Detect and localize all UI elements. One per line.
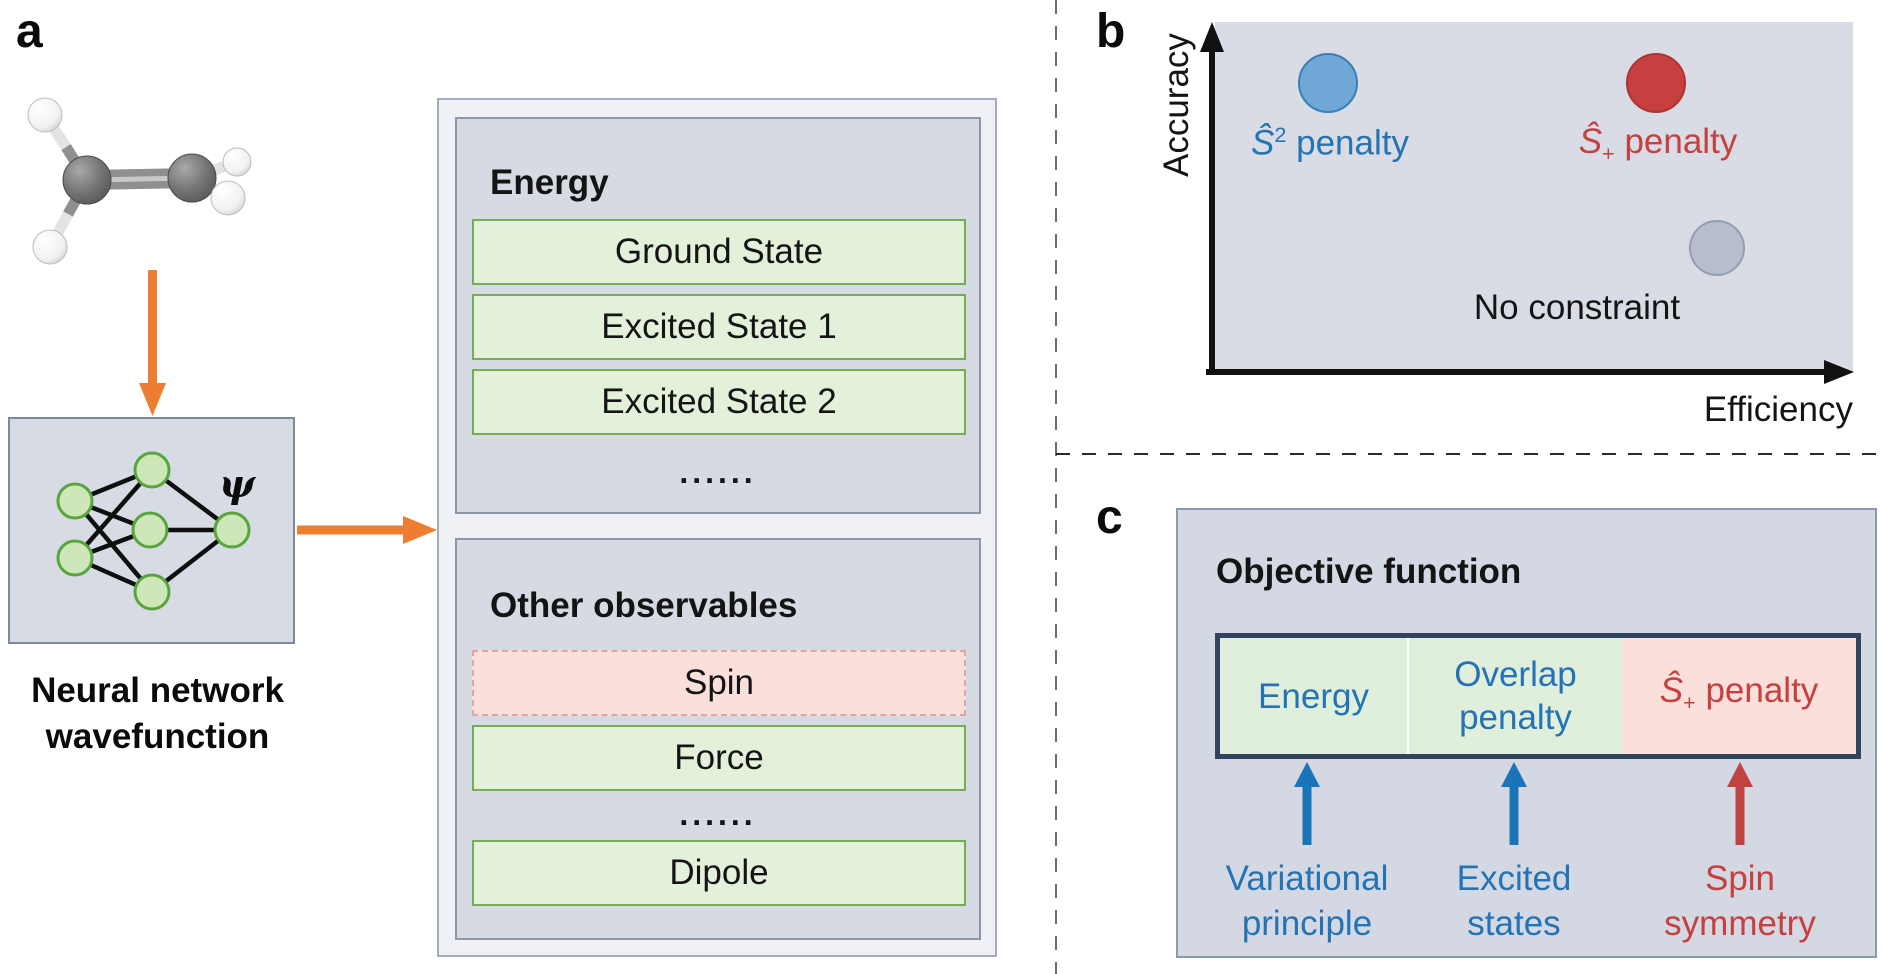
- arrow-up-excited-icon: [1501, 762, 1527, 845]
- x-axis-label: Efficiency: [1703, 390, 1853, 429]
- objective-function-box: Objective function Energy Overlap penalt…: [1176, 508, 1877, 958]
- row-force: Force: [472, 725, 966, 791]
- variational-line2: principle: [1241, 904, 1373, 943]
- splus-rest: penalty: [1614, 122, 1738, 161]
- neural-network-icon: ψ: [56, 451, 256, 611]
- observables-title: Other observables: [490, 586, 798, 625]
- objective-function-title: Objective function: [1216, 552, 1522, 591]
- arrow-down-icon: [139, 270, 166, 416]
- splus-sub: +: [1602, 141, 1615, 166]
- axes-icon: [1200, 22, 1854, 384]
- spin-line2: symmetry: [1664, 904, 1816, 943]
- row-excited-state-2: Excited State 2: [472, 369, 966, 435]
- arrow-right-icon: [297, 516, 437, 544]
- nn-caption: Neural network wavefunction: [0, 668, 315, 760]
- row-excited-state-1: Excited State 1: [472, 294, 966, 360]
- observables-box: Other observables Spin Force ...... Dipo…: [455, 538, 981, 940]
- s2-penalty-dot: [1298, 53, 1358, 113]
- excited-line2: states: [1467, 904, 1561, 943]
- panel-b-letter: b: [1096, 5, 1126, 58]
- no-constraint-dot: [1689, 220, 1745, 276]
- segment-overlap-line1: Overlap: [1454, 655, 1577, 694]
- splus-penalty-dot: [1626, 53, 1686, 113]
- splus-base: Ŝ: [1578, 122, 1603, 161]
- s2-base: Ŝ: [1250, 123, 1275, 163]
- splus-penalty-label: Ŝ+ penalty: [1558, 122, 1758, 167]
- row-dipole: Dipole: [472, 840, 966, 906]
- arrow-up-spin-icon: [1727, 762, 1753, 845]
- energy-title: Energy: [490, 163, 609, 202]
- s2-penalty-label: Ŝ2 penalty: [1230, 122, 1430, 164]
- panel-a-letter: a: [16, 5, 43, 58]
- nn-caption-line1: Neural network: [31, 671, 284, 710]
- variational-principle-label: Variational principle: [1182, 856, 1432, 946]
- segment-splus-penalty: Ŝ+ penalty: [1622, 638, 1856, 754]
- y-axis-label: Accuracy: [1157, 33, 1196, 177]
- nn-caption-line2: wavefunction: [45, 717, 270, 756]
- variational-line1: Variational: [1225, 859, 1389, 898]
- spin-symmetry-label: Spin symmetry: [1615, 856, 1865, 946]
- s2-rest: penalty: [1286, 123, 1409, 163]
- ethylene-molecule-icon: [27, 97, 252, 265]
- segment-splus-base: Ŝ: [1659, 670, 1684, 710]
- horizontal-dashed-divider: [1056, 453, 1886, 455]
- segment-overlap-penalty: Overlap penalty: [1409, 638, 1622, 754]
- segment-overlap-line2: penalty: [1459, 698, 1572, 737]
- excited-line1: Excited: [1456, 859, 1572, 898]
- psi-symbol: ψ: [219, 461, 256, 506]
- vertical-dashed-divider: [1055, 0, 1057, 974]
- arrow-up-variational-icon: [1294, 762, 1320, 845]
- row-spin: Spin: [472, 650, 966, 716]
- spin-line1: Spin: [1704, 859, 1776, 898]
- energy-box: Energy Ground State Excited State 1 Exci…: [455, 117, 981, 514]
- segment-splus-rest: penalty: [1695, 670, 1819, 710]
- neural-network-box: ψ: [8, 417, 295, 644]
- segment-splus-sub: +: [1683, 689, 1696, 715]
- excited-states-label: Excited states: [1399, 856, 1629, 946]
- s2-sup: 2: [1274, 122, 1287, 147]
- row-ground-state: Ground State: [472, 219, 966, 285]
- panel-c-letter: c: [1096, 491, 1123, 544]
- no-constraint-label: No constraint: [1473, 288, 1681, 327]
- objective-bar: Energy Overlap penalty Ŝ+ penalty: [1215, 633, 1861, 759]
- segment-energy: Energy: [1220, 638, 1409, 754]
- observables-ellipsis: ......: [679, 796, 757, 832]
- energy-ellipsis: ......: [679, 454, 757, 490]
